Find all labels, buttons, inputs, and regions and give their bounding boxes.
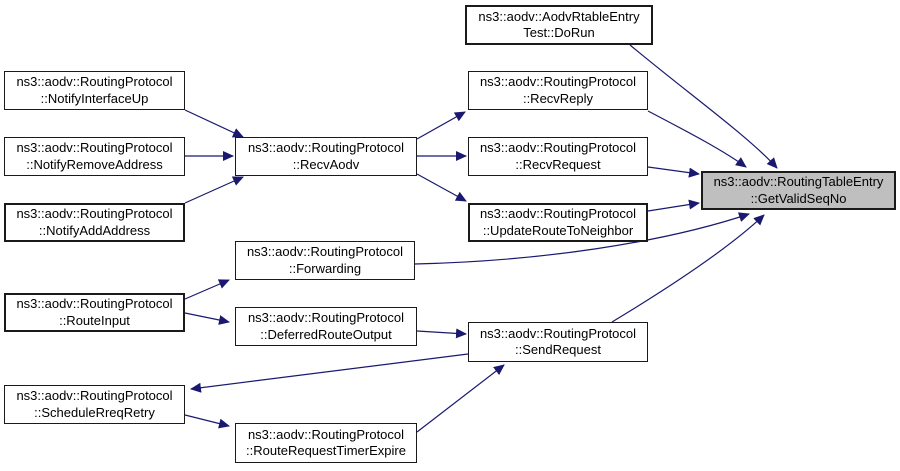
node-routing-protocol-forwarding[interactable]: ns3::aodv::RoutingProtocol::Forwarding [235, 241, 415, 280]
node-label-line1: ns3::aodv::RoutingProtocol [16, 140, 173, 155]
node-label-line2: ::RecvAodv [292, 156, 360, 172]
edge-routing-protocol-route-input-to-routing-protocol-forwarding [184, 279, 230, 300]
node-routing-protocol-schedule-rreq-retry[interactable]: ns3::aodv::RoutingProtocol::ScheduleRreq… [4, 385, 185, 424]
edge-routing-protocol-deferred-route-output-to-routing-protocol-send-request [416, 328, 467, 339]
node-routing-protocol-recv-reply[interactable]: ns3::aodv::RoutingProtocol::RecvReply [468, 71, 648, 110]
node-label-line2: ::GetValidSeqNo [750, 190, 847, 206]
node-label-line2: ::NotifyRemoveAddress [26, 156, 163, 172]
node-routing-protocol-recv-aodv[interactable]: ns3::aodv::RoutingProtocol::RecvAodv [235, 137, 417, 176]
node-label-line1: ns3::aodv::RoutingProtocol [479, 206, 637, 221]
node-label-line1: ns3::aodv::RoutingProtocol [479, 325, 637, 341]
node-routing-protocol-route-request-timer-expire[interactable]: ns3::aodv::RoutingProtocol::RouteRequest… [235, 423, 417, 463]
node-label-line2: ::SendRequest [514, 342, 601, 357]
node-label-line1: ns3::aodv::RoutingProtocol [247, 426, 405, 442]
edge-routing-protocol-forwarding-to-routing-table-entry-get-valid-seq-no [414, 212, 750, 265]
edge-routing-protocol-notify-interface-up-to-routing-protocol-recv-aodv [184, 109, 244, 138]
node-label-line1: ns3::aodv::RoutingProtocol [16, 74, 173, 89]
edge-routing-protocol-update-route-to-neighbor-to-routing-table-entry-get-valid-seq-no [647, 199, 700, 212]
node-routing-protocol-notify-remove-address[interactable]: ns3::aodv::RoutingProtocol::NotifyRemove… [4, 137, 185, 176]
edge-routing-protocol-send-request-to-routing-table-entry-get-valid-seq-no [611, 214, 765, 323]
edge-routing-protocol-route-request-timer-expire-to-routing-protocol-send-request [416, 364, 505, 433]
node-label-line1: ns3::aodv::RoutingProtocol [479, 140, 637, 155]
edge-routing-protocol-schedule-rreq-retry-to-routing-protocol-route-request-timer-expire [184, 414, 230, 429]
node-label-line1: ns3::aodv::RoutingProtocol [16, 296, 173, 311]
node-label-line1: ns3::aodv::RoutingProtocol [16, 206, 173, 221]
node-label-line2: ::RouteRequestTimerExpire [246, 443, 406, 458]
node-label-line1: ns3::aodv::RoutingProtocol [247, 310, 405, 325]
node-routing-protocol-deferred-route-output[interactable]: ns3::aodv::RoutingProtocol::DeferredRout… [235, 307, 417, 346]
edge-aodv-rtable-entry-test-do-run-to-routing-table-entry-get-valid-seq-no [629, 44, 778, 169]
edge-routing-protocol-recv-request-to-routing-table-entry-get-valid-seq-no [647, 166, 700, 178]
node-label-line2: ::ScheduleRreqRetry [34, 404, 155, 420]
node-label-line2: ::NotifyAddAddress [38, 222, 151, 238]
node-routing-protocol-update-route-to-neighbor[interactable]: ns3::aodv::RoutingProtocol::UpdateRouteT… [468, 203, 648, 242]
node-routing-protocol-route-input[interactable]: ns3::aodv::RoutingProtocol::RouteInput [4, 293, 185, 332]
node-routing-protocol-send-request[interactable]: ns3::aodv::RoutingProtocol::SendRequest [468, 322, 648, 362]
node-label-line1: ns3::aodv::AodvRtableEntry [478, 8, 640, 24]
node-label-line1: ns3::aodv::RoutingTableEntry [713, 174, 884, 189]
edge-routing-protocol-recv-aodv-to-routing-protocol-recv-reply [416, 111, 466, 140]
node-label-line2: Test::DoRun [523, 25, 595, 40]
node-label-line1: ns3::aodv::RoutingProtocol [247, 140, 405, 155]
node-label-line2: ::RouteInput [59, 312, 130, 328]
edge-routing-protocol-notify-add-address-to-routing-protocol-recv-aodv [184, 176, 244, 204]
edge-routing-protocol-send-request-to-routing-protocol-schedule-rreq-retry [190, 353, 469, 393]
node-label-line2: ::Forwarding [288, 260, 362, 276]
node-routing-protocol-notify-add-address[interactable]: ns3::aodv::RoutingProtocol::NotifyAddAdd… [4, 203, 185, 242]
node-routing-protocol-recv-request[interactable]: ns3::aodv::RoutingProtocol::RecvRequest [468, 137, 648, 176]
node-label-line2: ::RecvRequest [515, 156, 601, 172]
edge-routing-protocol-recv-aodv-to-routing-protocol-update-route-to-neighbor [416, 173, 467, 202]
edge-group [184, 44, 778, 433]
node-routing-table-entry-get-valid-seq-no[interactable]: ns3::aodv::RoutingTableEntry::GetValidSe… [701, 171, 896, 210]
node-label-line2: ::NotifyInterfaceUp [40, 90, 149, 106]
node-label-line1: ns3::aodv::RoutingProtocol [16, 388, 173, 403]
node-label-line1: ns3::aodv::RoutingProtocol [479, 74, 637, 89]
node-routing-protocol-notify-interface-up[interactable]: ns3::aodv::RoutingProtocol::NotifyInterf… [4, 71, 185, 110]
node-label-line1: ns3::aodv::RoutingProtocol [246, 244, 404, 259]
node-label-line2: ::DeferredRouteOutput [260, 326, 392, 342]
edge-routing-protocol-recv-reply-to-routing-table-entry-get-valid-seq-no [647, 110, 747, 168]
node-label-line2: ::RecvReply [522, 90, 594, 106]
edge-routing-protocol-route-input-to-routing-protocol-deferred-route-output [184, 312, 230, 325]
node-label-line2: ::UpdateRouteToNeighbor [482, 222, 634, 238]
